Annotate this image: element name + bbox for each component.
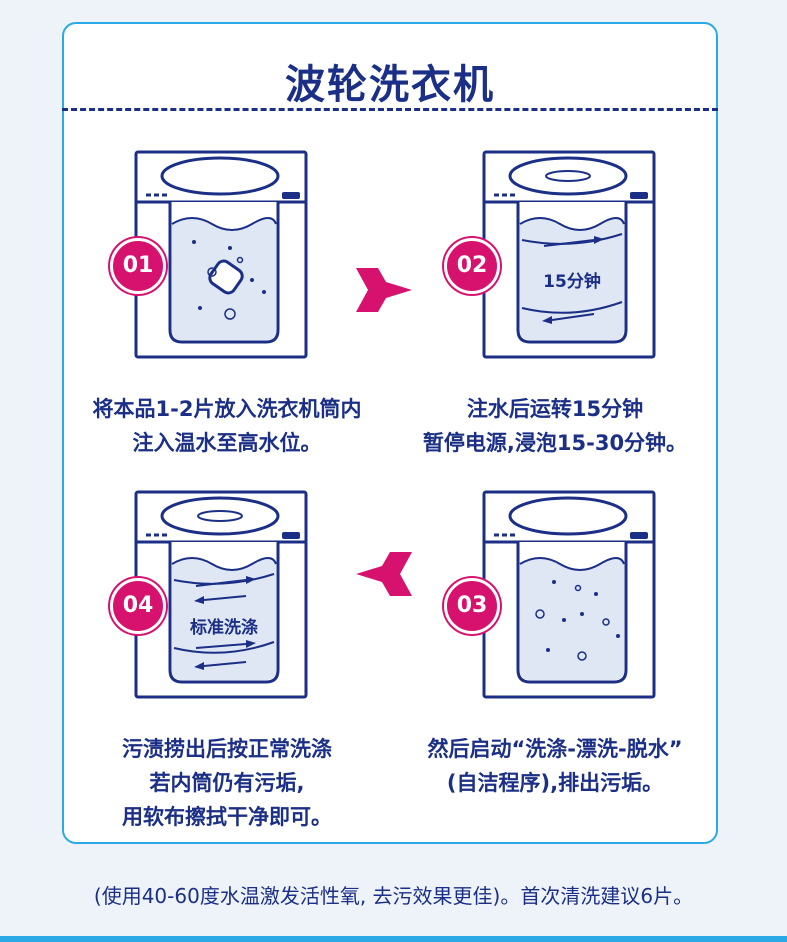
caption-line: 然后启动“洗涤-漂洗-脱水” bbox=[427, 737, 683, 761]
step-2-caption: 注水后运转15分钟 暂停电源,浸泡15-30分钟。 bbox=[400, 392, 710, 460]
step-1-caption: 将本品1-2片放入洗衣机筒内 注入温水至高水位。 bbox=[62, 392, 392, 460]
washer-icon: 标准洗涤 bbox=[134, 490, 308, 699]
dashed-divider bbox=[62, 108, 718, 111]
step-4: 标准洗涤 04 bbox=[110, 490, 320, 700]
caption-line: 将本品1-2片放入洗衣机筒内 bbox=[92, 397, 362, 421]
washer-icon bbox=[482, 490, 656, 699]
step-1: 01 bbox=[110, 150, 320, 360]
step-number-badge: 02 bbox=[444, 238, 500, 294]
drum-label: 15分钟 bbox=[543, 271, 601, 292]
page-title: 波轮洗衣机 bbox=[285, 62, 495, 108]
caption-line: 注水后运转15分钟 bbox=[466, 397, 644, 421]
caption-line: 若内筒仍有污垢, bbox=[149, 771, 305, 795]
bottom-bar bbox=[0, 936, 787, 942]
caption-line: 用软布擦拭干净即可。 bbox=[122, 805, 332, 829]
caption-line: 注入温水至高水位。 bbox=[132, 431, 322, 455]
step-3: 03 bbox=[444, 490, 674, 700]
step-number-badge: 03 bbox=[444, 578, 500, 634]
arrow-left-icon bbox=[356, 552, 412, 596]
caption-line: 暂停电源,浸泡15-30分钟。 bbox=[422, 431, 688, 455]
step-2: 15分钟 02 bbox=[444, 150, 674, 360]
footer-note: (使用40-60度水温激发活性氧, 去污效果更佳)。首次清洗建议6片。 bbox=[93, 884, 694, 908]
step-3-caption: 然后启动“洗涤-漂洗-脱水” (自洁程序),排出污垢。 bbox=[395, 732, 715, 800]
caption-line: 污渍捞出后按正常洗涤 bbox=[122, 737, 332, 761]
step-number-badge: 01 bbox=[110, 238, 166, 294]
washer-icon: 15分钟 bbox=[482, 150, 656, 359]
washer-icon bbox=[134, 150, 308, 359]
drum-label: 标准洗涤 bbox=[190, 617, 258, 638]
step-4-caption: 污渍捞出后按正常洗涤 若内筒仍有污垢, 用软布擦拭干净即可。 bbox=[62, 732, 392, 834]
arrow-right-icon bbox=[356, 268, 412, 312]
caption-line: (自洁程序),排出污垢。 bbox=[446, 771, 664, 795]
step-number-badge: 04 bbox=[110, 578, 166, 634]
